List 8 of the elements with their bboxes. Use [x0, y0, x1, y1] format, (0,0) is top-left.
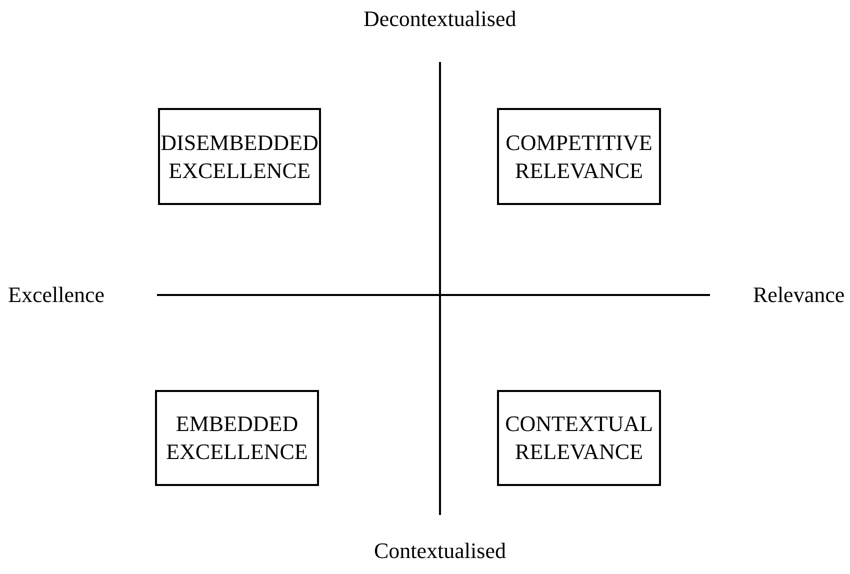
axis-label: Contextualised	[374, 538, 506, 564]
axis-label: Excellence	[8, 282, 104, 308]
axis-label: Decontextualised	[364, 6, 516, 32]
quadrant-box: COMPETITIVE RELEVANCE	[497, 108, 661, 205]
quadrant-box: EMBEDDED EXCELLENCE	[155, 390, 319, 486]
quadrant-box: DISEMBEDDED EXCELLENCE	[158, 108, 321, 205]
quadrant-box: CONTEXTUAL RELEVANCE	[497, 390, 661, 486]
axis-label: Relevance	[753, 282, 845, 308]
